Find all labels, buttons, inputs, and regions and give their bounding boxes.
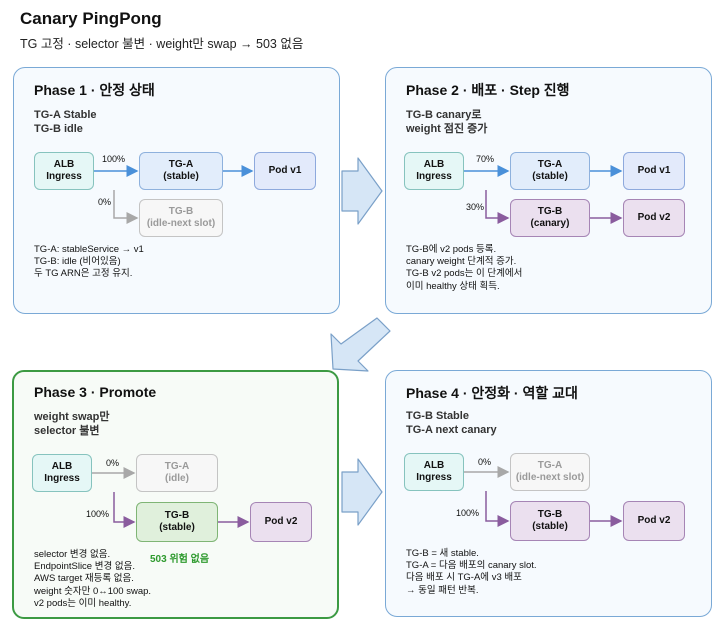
- weight-label-bottom: 100%: [456, 508, 480, 518]
- page-title: Canary PingPong: [20, 9, 162, 28]
- flow-arrow-diagonal-icon: [330, 317, 391, 372]
- phase-1-panel: Phase 1 · 안정 상태 TG-A Stable TG-B idle AL…: [13, 67, 340, 314]
- tg-a-node: TG-A(idle): [136, 454, 218, 492]
- phase-3-subtitle: weight swap만 selector 불변: [34, 411, 110, 437]
- phase-1-description: TG-A: stableService → v1 TG-B: idle (비어있…: [34, 244, 144, 280]
- flow-arrow-right-icon: [341, 157, 383, 225]
- tg-b-node: TG-B(stable): [136, 502, 218, 542]
- pod-v1-node: Pod v1: [254, 152, 316, 190]
- weight-label-bottom: 30%: [466, 202, 485, 212]
- tg-a-node: TG-A(stable): [139, 152, 223, 190]
- phase-4-title: Phase 4 · 안정화 · 역할 교대: [406, 385, 578, 401]
- phase-4-subtitle: TG-B Stable TG-A next canary: [406, 410, 497, 436]
- phase-2-panel: Phase 2 · 배포 · Step 진행 TG-B canary로 weig…: [385, 67, 712, 314]
- phase-2-subtitle: TG-B canary로 weight 점진 증가: [406, 109, 488, 135]
- phase-1-title: Phase 1 · 안정 상태: [34, 82, 155, 98]
- phase-2-description: TG-B에 v2 pods 등록. canary weight 단계적 증가. …: [406, 244, 523, 292]
- phase-3-panel: Phase 3 · Promote weight swap만 selector …: [12, 370, 339, 619]
- weight-label-top: 0%: [478, 457, 492, 467]
- weight-label-top: 70%: [476, 154, 495, 164]
- tg-b-node: TG-B(canary): [510, 199, 590, 237]
- phase-3-description: selector 변경 없음. EndpointSlice 변경 없음. AWS…: [34, 549, 152, 609]
- tg-b-node: TG-B(stable): [510, 501, 590, 541]
- pod-v2-node: Pod v2: [623, 199, 685, 237]
- phase-4-description: TG-B = 새 stable. TG-A = 다음 배포의 canary sl…: [406, 548, 537, 596]
- tg-a-node: TG-A(stable): [510, 152, 590, 190]
- weight-label-top: 100%: [102, 154, 126, 164]
- phase-3-title: Phase 3 · Promote: [34, 384, 157, 400]
- safe-badge: 503 위험 없음: [150, 554, 210, 565]
- pod-v1-node: Pod v1: [623, 152, 685, 190]
- flow-arrow-right-bottom-icon: [341, 458, 383, 526]
- weight-label-top: 0%: [106, 458, 120, 468]
- phase-2-title: Phase 2 · 배포 · Step 진행: [406, 82, 570, 98]
- weight-label-bottom: 0%: [98, 197, 112, 207]
- pod-v2-node: Pod v2: [623, 501, 685, 541]
- weight-label-bottom: 100%: [86, 509, 110, 519]
- phase-4-panel: Phase 4 · 안정화 · 역할 교대 TG-B Stable TG-A n…: [385, 370, 712, 617]
- tg-a-node: TG-A(idle-next slot): [510, 453, 590, 491]
- phase-1-subtitle: TG-A Stable TG-B idle: [34, 109, 97, 135]
- page-subtitle: TG 고정 · selector 불변 · weight만 swap → 503…: [20, 37, 304, 51]
- pod-v2-node: Pod v2: [250, 502, 312, 542]
- tg-b-node: TG-B(idle-next slot): [139, 199, 223, 237]
